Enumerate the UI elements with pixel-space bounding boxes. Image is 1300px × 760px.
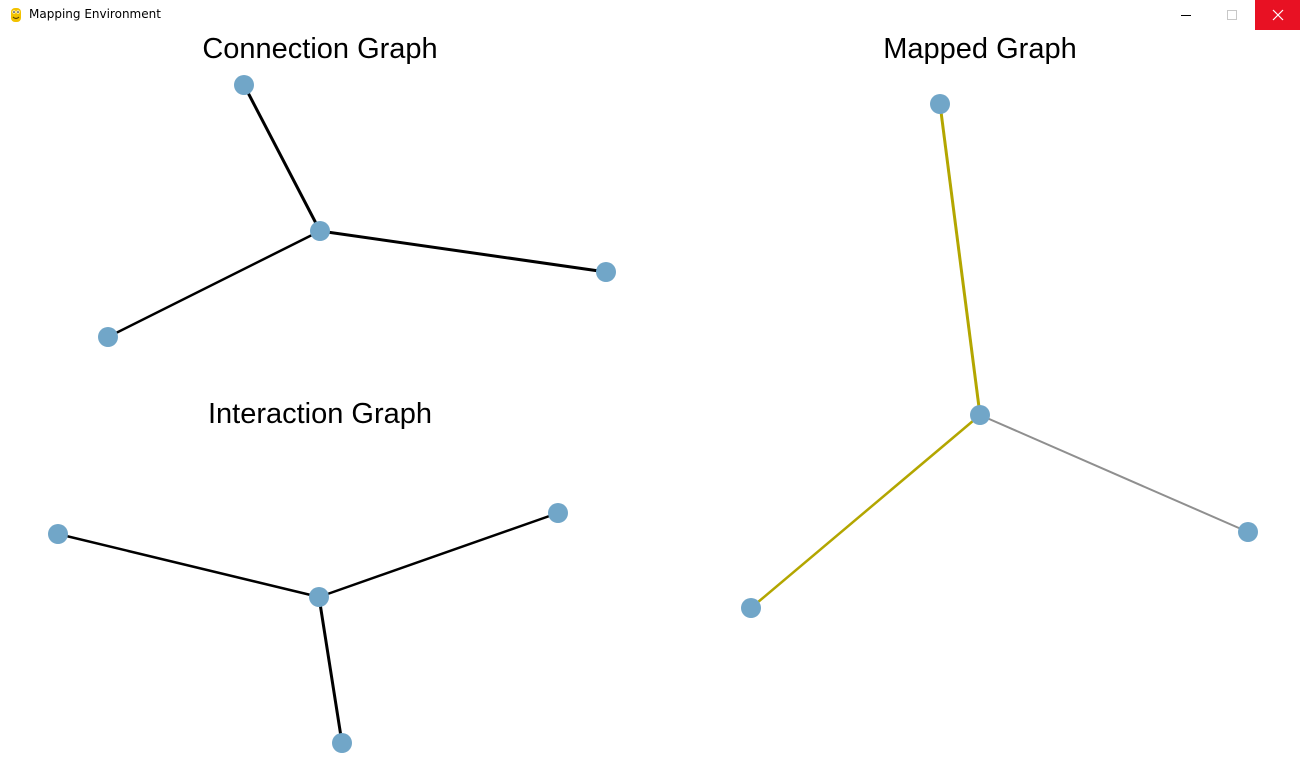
minimize-icon bbox=[1181, 15, 1191, 16]
mapped-edge bbox=[750, 414, 981, 609]
mapped-node[interactable] bbox=[1238, 522, 1258, 542]
graphs-drawing bbox=[48, 75, 1258, 753]
interaction-edge bbox=[57, 532, 320, 599]
connection-graph-title: Connection Graph bbox=[202, 33, 438, 65]
interaction-node[interactable] bbox=[48, 524, 68, 544]
connection-edge bbox=[242, 84, 322, 232]
close-icon bbox=[1272, 9, 1284, 21]
mapped-graph bbox=[741, 94, 1258, 618]
close-button[interactable] bbox=[1255, 0, 1300, 30]
connection-node[interactable] bbox=[234, 75, 254, 95]
connection-edge bbox=[107, 229, 321, 339]
connection-node[interactable] bbox=[596, 262, 616, 282]
connection-node[interactable] bbox=[310, 221, 330, 241]
interaction-graph bbox=[48, 503, 568, 753]
mapped-node[interactable] bbox=[741, 598, 761, 618]
connection-edge bbox=[319, 229, 607, 274]
connection-node[interactable] bbox=[98, 327, 118, 347]
interaction-node[interactable] bbox=[548, 503, 568, 523]
mapped-node[interactable] bbox=[970, 405, 990, 425]
interaction-node[interactable] bbox=[332, 733, 352, 753]
minimize-button[interactable] bbox=[1163, 0, 1209, 30]
interaction-edge bbox=[318, 511, 559, 599]
mapped-graph-title: Mapped Graph bbox=[883, 33, 1077, 65]
interaction-edge bbox=[317, 596, 344, 744]
window-title: Mapping Environment bbox=[29, 7, 161, 21]
connection-graph bbox=[98, 75, 616, 347]
graph-canvas: Connection Graph Interaction Graph Mappe… bbox=[0, 30, 1300, 760]
title-bar[interactable]: Mapping Environment bbox=[0, 0, 1300, 30]
unmapped-edge bbox=[979, 414, 1249, 533]
maximize-icon bbox=[1227, 10, 1237, 20]
maximize-button[interactable] bbox=[1209, 0, 1255, 30]
python-snake-icon bbox=[11, 8, 21, 22]
interaction-node[interactable] bbox=[309, 587, 329, 607]
mapped-node[interactable] bbox=[930, 94, 950, 114]
interaction-graph-title: Interaction Graph bbox=[207, 398, 433, 430]
mapped-edge bbox=[938, 103, 982, 416]
